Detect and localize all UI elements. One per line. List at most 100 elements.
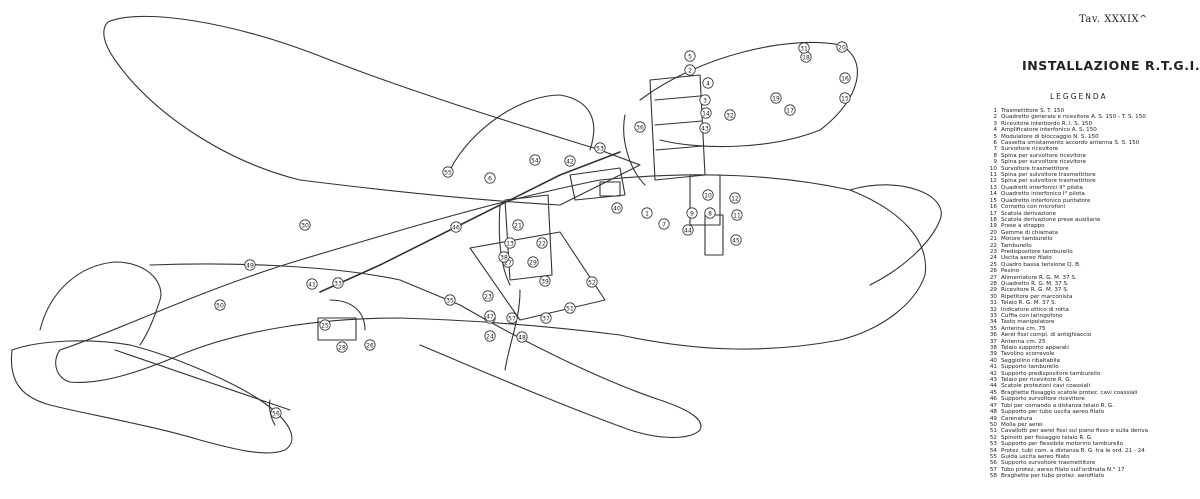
callout-circle xyxy=(699,122,711,134)
callout-marker: 50 xyxy=(214,299,226,311)
legend-item-number: 41 xyxy=(989,364,997,371)
legend-item-number: 11 xyxy=(989,172,997,179)
callout-marker: 56 xyxy=(270,407,282,419)
callout-circle xyxy=(516,331,528,343)
legend-item-label: Quadro bassa tensione Q. B. xyxy=(1001,261,1081,268)
callout-circle xyxy=(529,154,541,166)
callout-number: 52 xyxy=(588,279,596,286)
legend-item-label: Spina per survoltore ricevitore xyxy=(1001,152,1087,159)
callout-marker: 21 xyxy=(512,219,524,231)
callout-marker: 5 xyxy=(684,50,696,62)
legend-item-number: 36 xyxy=(989,332,997,339)
callout-number: 31 xyxy=(800,45,808,52)
callout-marker: 29 xyxy=(527,256,539,268)
callout-number: 42 xyxy=(566,158,574,165)
legend-item-number: 54 xyxy=(989,447,997,454)
legend-item-number: 13 xyxy=(989,184,997,191)
legend-item-label: Braghette fissaggio scatole protez. cavi… xyxy=(1001,389,1138,396)
legend-item-number: 18 xyxy=(989,216,997,223)
callout-marker: 53 xyxy=(594,142,606,154)
legend-item-label: Spina per sulvoltore trasmettitore xyxy=(1001,178,1096,185)
callout-number: 15 xyxy=(841,95,849,102)
legend-item-label: Prese a strappo xyxy=(1001,223,1045,230)
callout-marker: 17 xyxy=(784,104,796,116)
callout-marker: 38 xyxy=(498,251,510,263)
legend-item-label: Scatola derivazione prese ausiliarie xyxy=(1001,216,1101,223)
survoltore-box xyxy=(599,181,621,197)
callout-marker: 49 xyxy=(244,259,256,271)
legend-item-number: 31 xyxy=(989,300,997,307)
callout-marker: 41 xyxy=(306,278,318,290)
legend-item-number: 1 xyxy=(993,108,997,114)
callout-number: 28 xyxy=(338,344,346,351)
callout-circle xyxy=(641,207,653,219)
legend-item-number: 8 xyxy=(993,152,997,159)
callout-circle xyxy=(634,121,646,133)
callout-number: 54 xyxy=(531,157,539,164)
legend-item-number: 37 xyxy=(989,338,997,345)
callout-number: 18 xyxy=(802,54,810,61)
callout-circle xyxy=(539,275,551,287)
legend-item-number: 26 xyxy=(989,268,997,275)
callout-circle xyxy=(730,234,742,246)
callout-number: 13 xyxy=(506,240,514,247)
legend-item-number: 16 xyxy=(989,204,997,211)
callout-marker: 44 xyxy=(682,224,694,236)
callout-circle xyxy=(586,276,598,288)
callout-circle xyxy=(244,259,256,271)
plate-label: Tav. XXXIX^ xyxy=(1079,14,1148,25)
callout-circle xyxy=(770,92,782,104)
legend-item-label: Molla per aerei xyxy=(1001,421,1043,428)
legend-item-number: 58 xyxy=(989,473,997,480)
callout-marker: 15 xyxy=(839,92,851,104)
callout-circle xyxy=(512,219,524,231)
cable-run-lower xyxy=(329,289,521,371)
legend-item-number: 49 xyxy=(989,415,997,422)
callout-marker: 36 xyxy=(634,121,646,133)
callout-circle xyxy=(784,104,796,116)
callout-marker: 4 xyxy=(702,77,714,89)
callout-marker: 42 xyxy=(564,155,576,167)
callout-circle xyxy=(442,166,454,178)
legend-item-label: Pesino xyxy=(1001,268,1020,275)
legend-item-label: Scatola derivazione xyxy=(1001,210,1056,217)
legend-item-label: Cassetta smistamento accordo antenna S. … xyxy=(1001,140,1140,147)
callout-number: 8 xyxy=(708,210,712,217)
legend-item-number: 20 xyxy=(989,229,997,236)
indicator-box xyxy=(317,317,357,341)
callout-circle xyxy=(536,237,548,249)
tail-fin-outline xyxy=(39,261,162,346)
legend-item-label: Tavolino scorrevole xyxy=(1001,351,1055,358)
callout-marker: 16 xyxy=(839,72,851,84)
legend-item: 18 Scatola derivazione prese ausiliarie xyxy=(985,217,1197,223)
callout-number: 53 xyxy=(596,145,604,152)
callout-number: 29 xyxy=(529,259,537,266)
callout-marker: 19 xyxy=(770,92,782,104)
callout-number: 10 xyxy=(704,192,712,199)
callout-number: 55 xyxy=(444,169,452,176)
aircraft-installation-drawing: 1234567891011121314151617181920212223242… xyxy=(10,15,942,454)
legend-item-label: Ripetitore per marconista xyxy=(1001,293,1073,300)
legend-item-label: Seggiolino ribaltabile xyxy=(1001,357,1061,364)
legend-item-number: 33 xyxy=(989,313,997,319)
callout-marker: 23 xyxy=(482,290,494,302)
callout-marker: 35 xyxy=(444,294,456,306)
callout-number: 36 xyxy=(636,124,644,131)
